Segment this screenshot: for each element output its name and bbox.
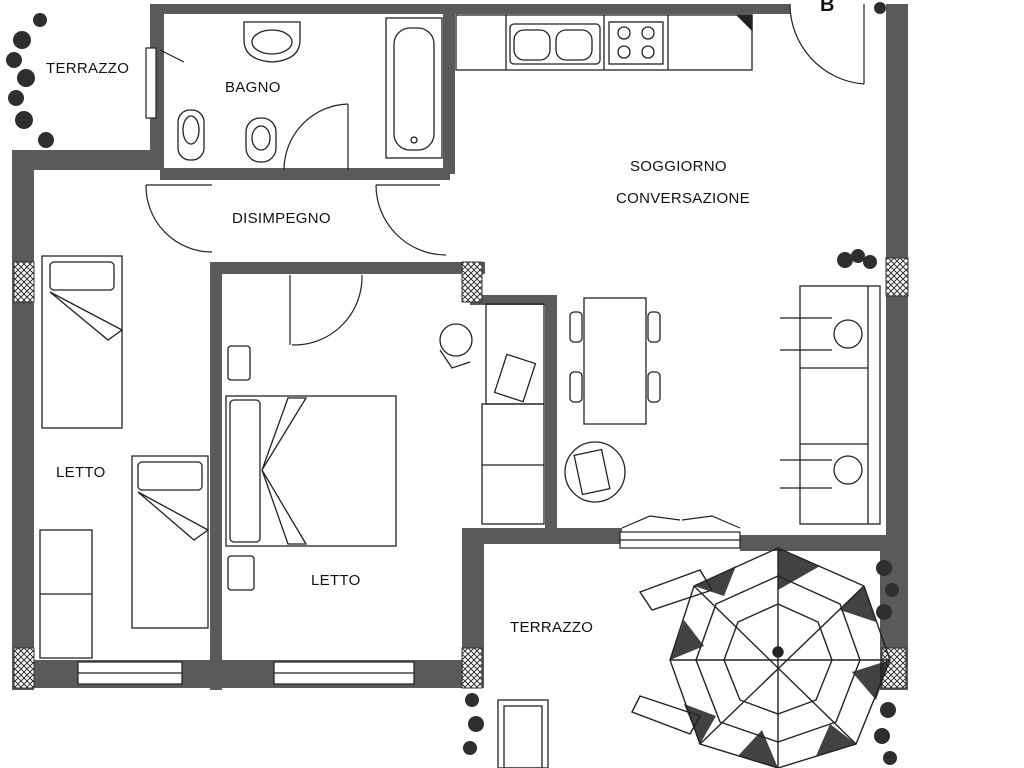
- room-label-bagno: BAGNO: [225, 79, 281, 96]
- plants: [6, 2, 899, 765]
- umbrella-stripes: [670, 548, 890, 768]
- double-bed: [225, 345, 397, 591]
- study-desk: [439, 303, 545, 525]
- bathroom-fixtures: [177, 17, 443, 163]
- column-hatches: [13, 257, 909, 689]
- single-beds: [39, 255, 210, 659]
- kitchen: [455, 14, 753, 71]
- room-label-letto-left: LETTO: [56, 464, 106, 481]
- room-label-terrazzo-small: TERRAZZO: [46, 60, 130, 77]
- room-label-conversazione: CONVERSAZIONE: [616, 190, 750, 207]
- doors: [145, 3, 865, 529]
- section-marker: B: [820, 0, 835, 16]
- terrace-table: [497, 699, 549, 768]
- room-label-terrazzo-large: TERRAZZO: [510, 619, 594, 636]
- dining-area: [564, 297, 661, 503]
- room-label-letto-center: LETTO: [311, 572, 361, 589]
- sofa: [780, 285, 881, 525]
- room-label-soggiorno: SOGGIORNO: [630, 158, 727, 175]
- windows: [77, 47, 741, 685]
- room-label-disimpegno: DISIMPEGNO: [232, 210, 331, 227]
